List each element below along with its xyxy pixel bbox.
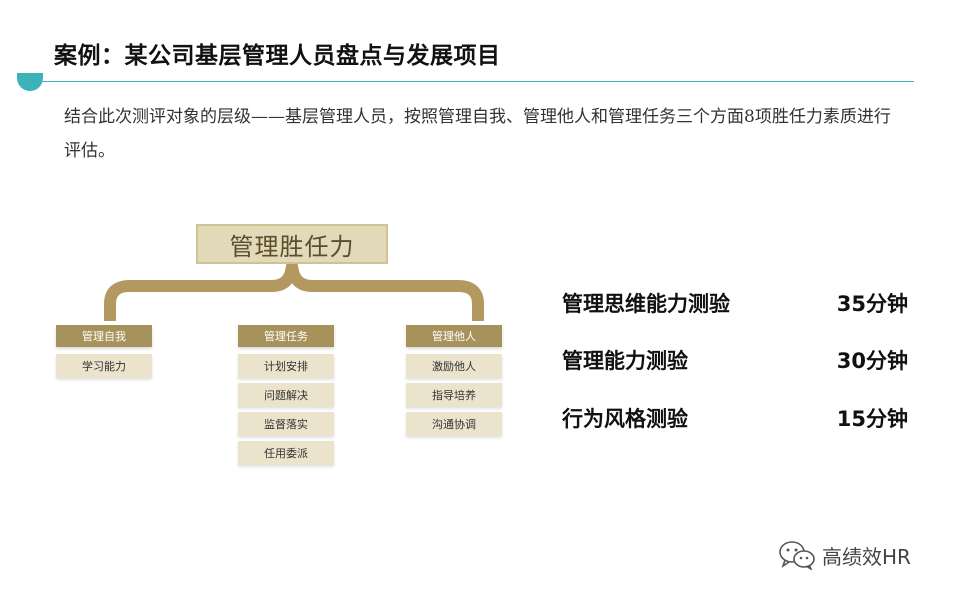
- intro-paragraph: 结合此次测评对象的层级——基层管理人员，按照管理自我、管理他人和管理任务三个方面…: [64, 107, 891, 161]
- category-item: 监督落实: [238, 412, 334, 436]
- category-item: 计划安排: [238, 354, 334, 378]
- category-item: 沟通协调: [406, 412, 502, 436]
- category-header-task: 管理任务: [238, 325, 334, 347]
- category-item: 激励他人: [406, 354, 502, 378]
- competency-diagram: 管理胜任力 管理自我 学习能力 管理任务 计划安排 问题解决 监督落实 任用委派…: [50, 216, 510, 476]
- category-item: 学习能力: [56, 354, 152, 378]
- title-accent-dot: [17, 73, 43, 91]
- slide-title: 案例：某公司基层管理人员盘点与发展项目: [54, 43, 501, 69]
- test-duration: 30分钟: [836, 349, 908, 373]
- category-header-self: 管理自我: [56, 325, 152, 347]
- title-underline: [26, 81, 914, 82]
- root-competency-box: 管理胜任力: [196, 224, 388, 264]
- test-duration: 35分钟: [836, 292, 908, 316]
- category-item: 指导培养: [406, 383, 502, 407]
- wechat-icon: [779, 541, 815, 570]
- test-duration: 15分钟: [836, 407, 908, 431]
- category-item: 任用委派: [238, 441, 334, 465]
- category-header-others: 管理他人: [406, 325, 502, 347]
- test-name: 行为风格测验: [562, 407, 688, 431]
- watermark: 高绩效HR: [778, 540, 911, 570]
- brace-connector: [104, 260, 484, 321]
- category-item: 问题解决: [238, 383, 334, 407]
- watermark-text: 高绩效HR: [822, 544, 911, 569]
- test-name: 管理能力测验: [562, 349, 688, 373]
- test-name: 管理思维能力测验: [562, 292, 730, 316]
